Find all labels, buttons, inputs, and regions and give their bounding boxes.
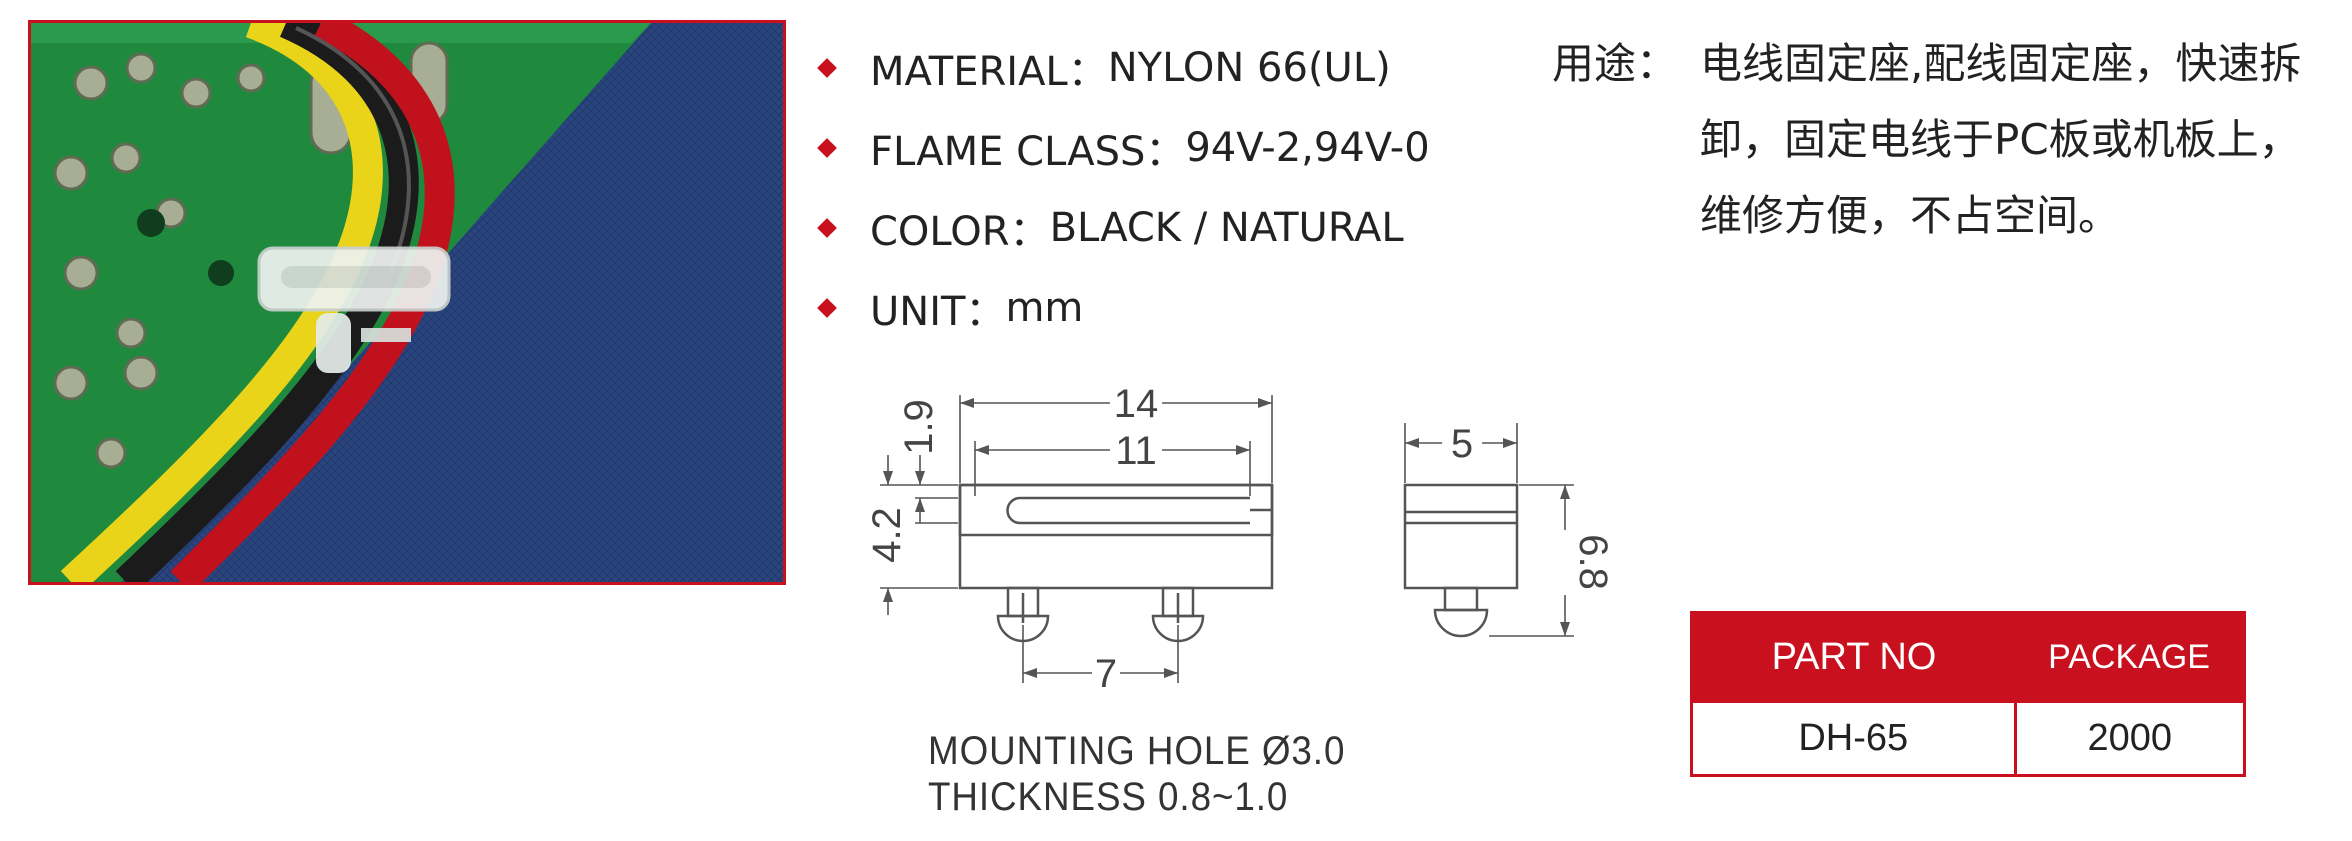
- usage-text: 电线固定座,配线固定座，快速拆卸，固定电线于PC板或机板上，维修方便，不占空间。: [1700, 39, 2302, 240]
- dim-pin-pitch: 7: [1095, 652, 1117, 696]
- spec-label: COLOR：: [870, 209, 1050, 255]
- table-header-row: PART NO PACKAGE: [1691, 612, 2245, 702]
- front-view-outline: [958, 483, 1274, 590]
- spec-value: mm: [1005, 285, 1084, 331]
- spec-value: 94V-2,94V-0: [1185, 125, 1430, 171]
- header-package: PACKAGE: [2015, 612, 2245, 702]
- spec-unit: UNIT： mm: [810, 268, 1430, 348]
- product-photo: [28, 20, 786, 585]
- diamond-bullet-icon: [817, 58, 837, 78]
- spec-flame-class: FLAME CLASS： 94V-2,94V-0: [810, 108, 1430, 188]
- dim-top-thickness: 1.9: [897, 399, 941, 455]
- front-view-slot: [1006, 496, 1250, 525]
- usage-label: 用途：: [1552, 39, 1679, 88]
- technical-drawing: 14 11 7 5 1.9 4.2 6.8: [865, 382, 1615, 696]
- drawing-notes: MOUNTING HOLE Ø3.0 THICKNESS 0.8~1.0: [928, 728, 1345, 820]
- product-photo-illustration: [31, 23, 783, 582]
- spec-label: FLAME CLASS：: [870, 129, 1186, 175]
- spec-label: UNIT：: [870, 289, 1006, 335]
- spec-material: MATERIAL： NYLON 66(UL): [810, 28, 1430, 108]
- spec-color: COLOR： BLACK / NATURAL: [810, 188, 1430, 268]
- spec-value: BLACK / NATURAL: [1049, 205, 1404, 251]
- spec-value: NYLON 66(UL): [1107, 45, 1391, 91]
- diamond-bullet-icon: [817, 218, 837, 238]
- thickness-note: THICKNESS 0.8~1.0: [928, 775, 1289, 819]
- diamond-bullet-icon: [817, 138, 837, 158]
- header-part-no: PART NO: [1691, 612, 2015, 702]
- dim-overall-length: 14: [1114, 382, 1159, 426]
- dim-height: 4.2: [865, 507, 909, 563]
- dim-width: 5: [1451, 422, 1473, 466]
- dim-total-height: 6.8: [1571, 534, 1615, 590]
- side-view-body: [1403, 483, 1519, 590]
- diamond-bullet-icon: [817, 298, 837, 318]
- cell-part-no: DH-65: [1691, 700, 2017, 776]
- spec-list: MATERIAL： NYLON 66(UL) FLAME CLASS： 94V-…: [810, 28, 1430, 348]
- mounting-hole-note: MOUNTING HOLE Ø3.0: [928, 729, 1346, 773]
- table-row: DH-65 2000: [1691, 700, 2245, 776]
- spec-label: MATERIAL：: [870, 49, 1108, 95]
- part-table: PART NO PACKAGE DH-65 2000: [1690, 611, 2246, 777]
- cell-package: 2000: [2015, 700, 2245, 776]
- dim-slot-length: 11: [1115, 429, 1157, 473]
